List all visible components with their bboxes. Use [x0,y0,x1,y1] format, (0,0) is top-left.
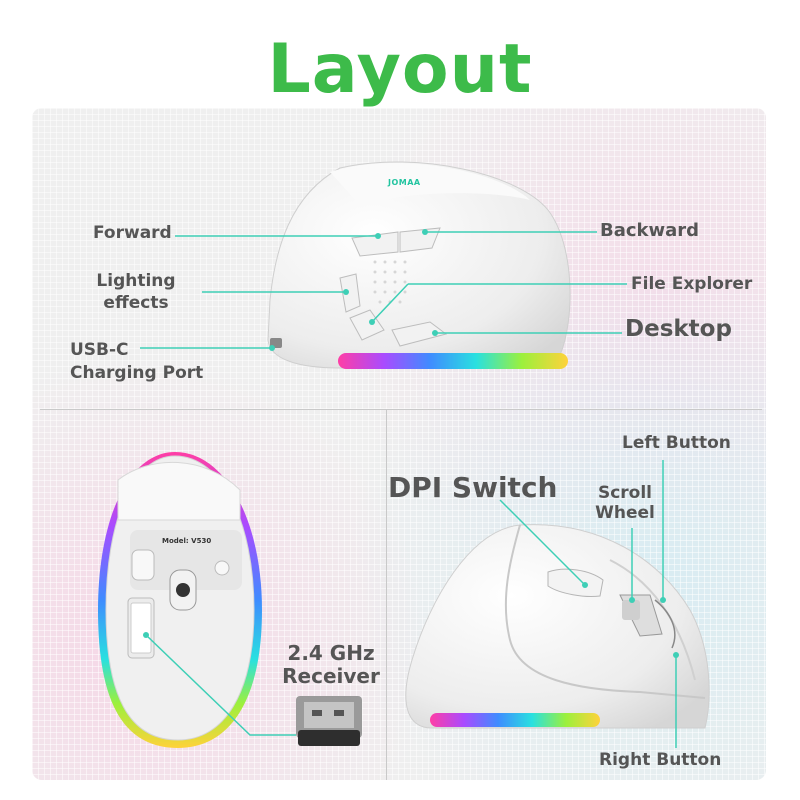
label-backward: Backward [600,220,700,241]
label-lighting-line2: effects [103,293,169,313]
label-scroll-line2: Wheel [595,503,655,523]
label-receiver-line2: Receiver [282,664,380,688]
mouse-front-view [405,524,710,729]
page-title: Layout [267,30,533,109]
brand-logo: JOMAA [388,178,421,187]
mouse-bottom-view [98,452,262,748]
label-desktop: Desktop [625,316,732,342]
mouse-side-view [267,161,571,369]
usb-receiver [296,696,362,746]
divider-vertical [386,410,387,780]
label-forward: Forward [93,223,172,243]
top-callout-lines [140,231,627,349]
divider-horizontal [40,409,762,410]
front-callout-lines [499,460,677,748]
label-scroll-wheel: Scroll Wheel [592,483,658,523]
label-lighting-line1: Lighting [96,271,176,291]
label-scroll-line1: Scroll [597,483,653,503]
label-lighting-effects: Lighting effects [92,270,180,314]
label-left-button: Left Button [622,433,731,453]
top-callout-dots [269,229,438,351]
label-right-button: Right Button [599,750,722,770]
label-usbc-line1: USB-C [70,340,129,360]
model-label: Model: V530 [162,537,212,545]
receiver-callout [145,634,296,736]
label-dpi-switch: DPI Switch [388,471,558,504]
label-receiver-line1: 2.4 GHz [287,641,375,665]
label-usbc-line2: Charging Port [70,363,204,383]
label-usb-c: USB-C Charging Port [70,339,203,385]
label-file-explorer: File Explorer [631,274,753,294]
label-receiver: 2.4 GHz Receiver [280,642,382,688]
